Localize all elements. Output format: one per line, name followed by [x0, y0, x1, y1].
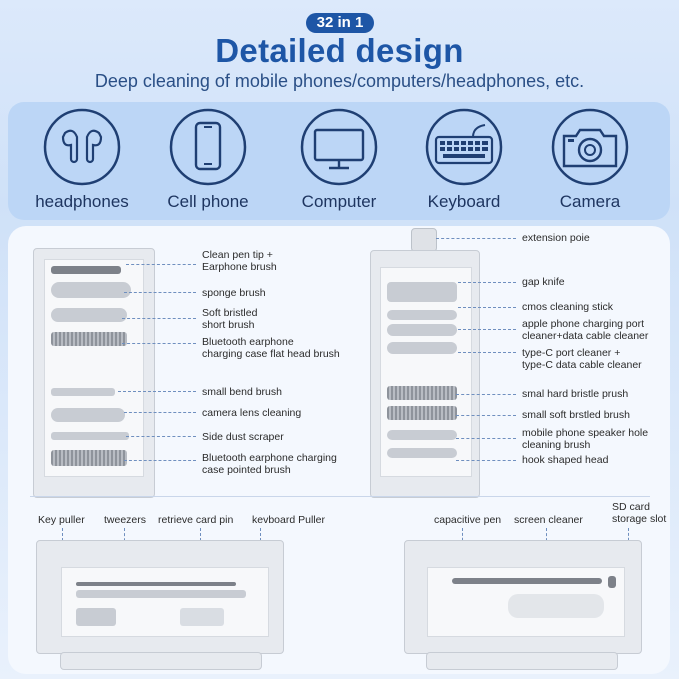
page-subtitle: Deep cleaning of mobile phones/computers… [94, 71, 585, 91]
label-gap-knife: gap knife [522, 276, 565, 288]
sponge-brush-tool [51, 282, 131, 298]
cmos-stick-tool [387, 310, 457, 320]
keyboard-puller-tool [76, 590, 246, 598]
label-extension-pole: extension poie [522, 232, 590, 244]
bend-brush-tool [51, 388, 115, 396]
left-case-tray [44, 259, 144, 477]
label-cmos-stick: cmos cleaning stick [522, 301, 614, 313]
leader-line [456, 394, 516, 395]
device-label-headphones: headphones [35, 192, 129, 211]
leader-line [456, 438, 516, 439]
lightning-cleaner-tool [387, 324, 457, 336]
lens-cleaning-tool [51, 408, 125, 422]
cell-phone-icon [169, 108, 247, 186]
device-label-cell-phone: Cell phone [167, 192, 249, 211]
card-pin-holder [180, 608, 224, 626]
label-screen-cleaner: screen cleaner [514, 514, 583, 526]
label-retrieve-card-pin: retrieve card pin [158, 514, 234, 526]
pen-tip-tool [51, 266, 121, 274]
computer-icon [300, 108, 378, 186]
leader-line [436, 238, 516, 239]
tweezers-tool [76, 582, 236, 586]
leader-line [122, 343, 196, 344]
headphones-icon [43, 108, 121, 186]
label-soft-bristle-brush: small soft brstled brush [522, 409, 630, 421]
leader-line [458, 329, 516, 330]
typec-cleaner-tool [387, 342, 457, 354]
right-case-tray [380, 267, 472, 477]
bottom-left-case [36, 540, 284, 654]
key-puller-tool [76, 608, 116, 626]
label-tweezers: tweezers [104, 514, 147, 526]
label-keyboard-puller: kevboard Puller [252, 514, 325, 526]
screen-cleaner-bottle [508, 594, 604, 618]
sd-card-slot [608, 576, 616, 588]
flat-head-brush-tool [51, 332, 127, 346]
device-headphones: headphones [27, 108, 137, 212]
leader-line [122, 318, 196, 319]
hook-head-tool [387, 448, 457, 458]
bottom-left-case-base [60, 652, 262, 670]
hard-bristle-brush-tool [387, 386, 457, 400]
soft-bristle-brush-tool [387, 406, 457, 420]
bottom-right-case [404, 540, 642, 654]
label-lens-cleaning: camera lens cleaning [202, 407, 302, 419]
label-hook-head: hook shaped head [522, 454, 609, 466]
pointed-brush-tool [51, 450, 127, 466]
extension-pole-cap [411, 228, 437, 252]
leader-line [124, 460, 196, 461]
label-hard-bristle-brush: smal hard bristle prush [522, 388, 629, 400]
label-capacitive-pen: capacitive pen [434, 514, 502, 526]
label-pen-tip: Clean pen tip +Earphone brush [202, 249, 277, 273]
camera-icon [551, 108, 629, 186]
leader-line [126, 264, 196, 265]
device-cell-phone: Cell phone [153, 108, 263, 212]
gap-knife-tool [387, 282, 457, 302]
device-label-computer: Computer [301, 192, 377, 211]
bottom-left-tray [61, 567, 269, 637]
device-keyboard: Keyboard [409, 108, 519, 212]
leader-line [458, 307, 516, 308]
label-typec-cleaner: type-C port cleaner +type-C data cable c… [522, 347, 642, 371]
label-sponge-brush: sponge brush [202, 287, 266, 299]
device-computer: Computer [284, 108, 394, 212]
device-camera: Camera [535, 108, 645, 212]
leader-line [124, 412, 196, 413]
device-label-keyboard: Keyboard [427, 192, 501, 211]
section-divider [30, 496, 650, 497]
dust-scraper-tool [51, 432, 129, 440]
leader-line [456, 415, 516, 416]
bottom-right-tray [427, 567, 625, 637]
device-label-camera: Camera [559, 192, 621, 211]
capacitive-pen-tool [452, 578, 602, 584]
label-dust-scraper: Side dust scraper [202, 431, 284, 443]
leader-line [456, 460, 516, 461]
badge: 32 in 1 [306, 13, 374, 33]
right-tool-case [370, 250, 480, 498]
leader-line [126, 436, 196, 437]
page-title: Detailed design [215, 32, 464, 69]
leader-line [124, 292, 196, 293]
leader-line [458, 352, 516, 353]
short-brush-tool [51, 308, 127, 322]
speaker-brush-tool [387, 430, 457, 440]
keyboard-icon [425, 108, 503, 186]
leader-line [118, 391, 196, 392]
bottom-right-case-base [426, 652, 618, 670]
label-bend-brush: small bend brush [202, 386, 282, 398]
left-tool-case [33, 248, 155, 498]
label-key-puller: Key puller [38, 514, 85, 526]
leader-line [458, 282, 516, 283]
